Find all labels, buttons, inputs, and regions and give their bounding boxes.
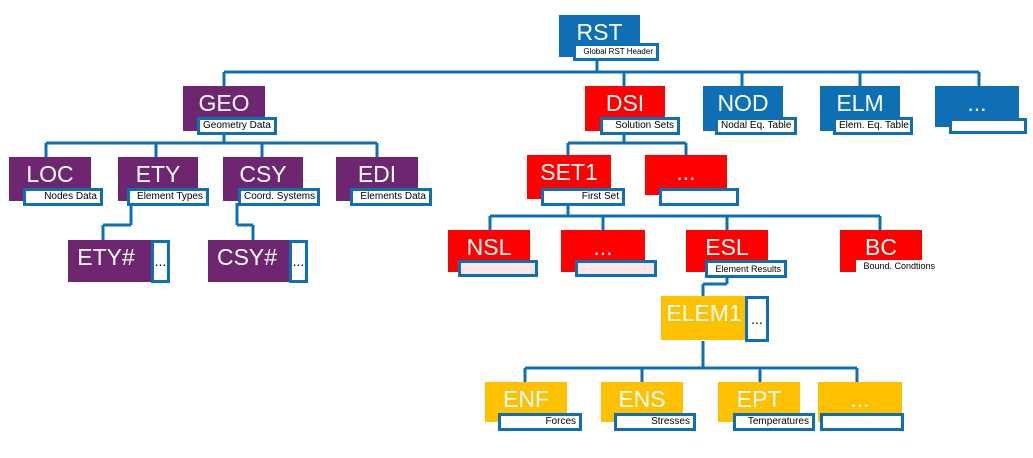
node-enf-title: ENF xyxy=(503,386,549,412)
node-ens-caption: Stresses xyxy=(614,413,696,431)
node-bc-title: BC xyxy=(865,234,897,260)
node-csy-n-title: CSY# xyxy=(216,244,278,270)
node-ety-n-side: ... xyxy=(151,240,170,283)
node-nsl-caption xyxy=(458,260,538,277)
node-ety-n: ETY# xyxy=(68,240,154,282)
node-dsi-title: DSI xyxy=(605,90,645,116)
node-ety-caption: Element Types xyxy=(127,188,209,206)
node-edi-title: EDI xyxy=(357,161,397,187)
node-elm-caption: Elem. Eq. Table xyxy=(833,117,913,135)
node-elem1-side: ... xyxy=(745,296,769,342)
node-edi-caption: Elements Data xyxy=(350,188,432,206)
node-elem1-title: ELEM1 xyxy=(666,300,742,326)
node-esl-caption: Element Results xyxy=(705,260,787,278)
node-csy-n-side: ... xyxy=(289,240,308,283)
node-dsi-caption: Solution Sets xyxy=(600,117,680,135)
node-ens-title: ENS xyxy=(618,386,666,412)
node-csy-caption: Coord. Systems xyxy=(238,188,320,206)
node-more-set-caption xyxy=(659,188,739,206)
node-ept-title: EPT xyxy=(736,386,782,412)
node-csy-title: CSY xyxy=(239,161,287,187)
node-nsl-title: NSL xyxy=(466,234,512,260)
node-ety-n-title: ETY# xyxy=(77,244,135,270)
node-more-sl-title: ... xyxy=(593,234,613,260)
node-more-top-caption xyxy=(949,118,1027,134)
node-ept-caption: Temperatures xyxy=(733,413,815,431)
node-more-el-title: ... xyxy=(850,386,870,412)
node-elem1: ELEM1 xyxy=(661,296,747,340)
node-more-top-title: ... xyxy=(967,90,987,116)
node-set1-caption: First Set xyxy=(541,188,625,206)
node-loc-title: LOC xyxy=(26,161,74,187)
node-csy-n: CSY# xyxy=(208,240,292,282)
node-set1-title: SET1 xyxy=(540,159,598,185)
node-more-el-caption xyxy=(820,413,904,431)
node-bc-caption: Bound. Condtions xyxy=(856,260,938,276)
node-nod-title: NOD xyxy=(717,90,769,116)
node-rst-title: RST xyxy=(576,19,623,45)
node-enf-caption: Forces xyxy=(498,413,582,431)
node-rst-caption: Global RST Header xyxy=(573,43,659,61)
node-elm-title: ELM xyxy=(836,90,884,116)
node-nod-caption: Nodal Eq. Table xyxy=(715,117,797,135)
node-more-set-title: ... xyxy=(676,159,696,185)
node-more-sl-caption xyxy=(575,260,657,277)
node-esl-title: ESL xyxy=(705,234,749,260)
node-geo-title: GEO xyxy=(198,90,250,116)
node-loc-caption: Nodes Data xyxy=(23,188,103,206)
node-ety-title: ETY xyxy=(135,161,181,187)
node-geo-caption: Geometry Data xyxy=(197,117,277,135)
